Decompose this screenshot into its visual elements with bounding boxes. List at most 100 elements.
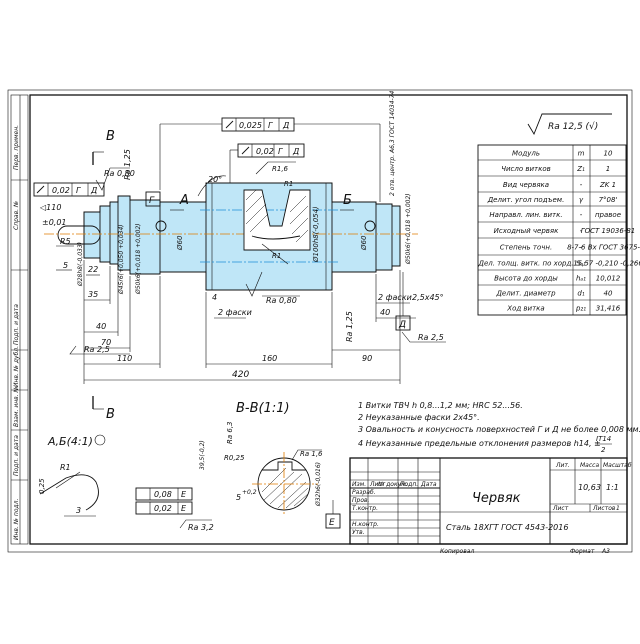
section-v-tol-008: 0,08 (154, 490, 172, 499)
dia-60-right: Ø60 (360, 235, 368, 251)
note-4-it14: IT14 (596, 435, 611, 443)
param-symbol: - (580, 181, 583, 189)
tb-row-label: Лист (369, 481, 386, 488)
section-v-title: В-В(1:1) (236, 401, 290, 416)
center-hole-left (155, 220, 167, 232)
datum-box-g: Г (145, 191, 161, 207)
section-v-r025: R0,25 (224, 454, 245, 462)
param-symbol: d₁ (577, 290, 584, 298)
detail-ab-title: А,Б(4:1) (47, 435, 93, 448)
param-symbol: m (578, 150, 585, 158)
dia-28: Ø28h8(-0,033) (77, 242, 84, 287)
dim-4: 4 (212, 293, 217, 302)
gdt-left-value: 0,02 (52, 186, 70, 195)
dim-420: 420 (232, 370, 249, 380)
ra-125-right: Ra 1,25 (345, 311, 354, 342)
tb-sheet-label: Лист (552, 505, 569, 512)
param-name: Число витков (501, 165, 551, 173)
title-block: Изм. Лист № докум. Подп. Дата Разраб. Пр… (349, 457, 632, 545)
section-v: В-В(1:1) 39,5(-0,2) Ø32h6(-0,016) R0,25 … (135, 401, 341, 532)
param-name: Ход витка (506, 305, 544, 313)
gdt-frame-mid: 0,02 Г Д (229, 143, 305, 183)
section-label-v-top: В (106, 129, 115, 144)
param-value: 8-7-6 Вх ГОСТ 3675-81 (567, 244, 640, 252)
format-label: Формат (570, 548, 595, 555)
side-strip-label: Подп. и дата (13, 435, 20, 476)
tb-scale-label: Масштаб (603, 462, 632, 469)
center-hole-right (364, 220, 376, 232)
dim-22: 22 (88, 265, 98, 274)
note-4-divisor: 2 (601, 446, 606, 454)
section-marker-v: В В (92, 129, 115, 422)
param-value: 15,57 -0,210 -0,266 (573, 260, 640, 268)
param-value: 1 (606, 165, 610, 173)
param-value: ГОСТ 19036-81 (581, 227, 636, 235)
param-name: Дел. толщ. витк. по хорд. (477, 260, 573, 268)
tb-sheets-label: Листов (592, 505, 616, 512)
dia-50-left: Ø50k6(+0,018 +0,002) (135, 223, 142, 295)
dim-160: 160 (262, 354, 277, 363)
dim-90: 90 (362, 354, 372, 363)
dia-100: Ø100h8(-0,054) (312, 206, 320, 263)
gdt-top-datum-g: Г (268, 121, 273, 130)
side-strip-label: Инв. № дубл. (13, 346, 20, 387)
kopiroval-label: Копировал (440, 548, 474, 555)
side-strip-label: Перв. примен. (13, 125, 20, 170)
dim-pm-001: ±0,01 (42, 218, 67, 227)
param-value: 10,012 (596, 275, 621, 283)
gdt-left-datum-d: Д (90, 186, 97, 195)
material: Сталь 18ХГТ ГОСТ 4543-2016 (446, 523, 568, 532)
detail-ab: А,Б(4:1) R1 3 0,25 (38, 434, 106, 517)
angle-20: 20° (208, 175, 222, 184)
gdt-mid-value: 0,02 (256, 147, 274, 156)
tb-mass: 10,63 (578, 483, 601, 492)
general-roughness: Ra 12,5 (√) (527, 113, 612, 136)
dia-60-left: Ø60 (176, 235, 184, 251)
param-name: Степень точн. (500, 244, 552, 252)
dia-50-right: Ø50k6(+0,018 +0,002) (405, 193, 412, 265)
section-v-datum-box: Е (329, 518, 335, 528)
general-roughness-label: Ra 12,5 (√) (548, 121, 598, 132)
side-strip: Перв. примен. Справ. № Подп. и дата Инв.… (10, 94, 29, 545)
ra-25-left: Ra 2,5 (84, 345, 110, 354)
gdt-left-datum-g: Г (76, 186, 81, 195)
dia-45: Ø45r6(+0,050 +0,034) (118, 224, 125, 295)
gdt-mid-datum-g: Г (278, 147, 283, 156)
param-value: 31,416 (596, 305, 621, 313)
chamfer-45: 2,5х45° (412, 293, 444, 302)
radius-1-a: R1 (284, 180, 293, 188)
param-value: 7°08' (599, 196, 618, 204)
section-v-dia-32: Ø32h6(-0,016) (315, 462, 322, 507)
dim-40-left: 40 (96, 322, 106, 331)
section-v-datum-e1: Е (181, 490, 187, 499)
param-symbol: - (580, 211, 583, 219)
tb-row-label: Утв. (352, 529, 365, 536)
dim-35: 35 (88, 290, 98, 299)
section-v-width: 5 (236, 493, 241, 502)
param-symbol: p₂₁ (575, 305, 586, 313)
thread-profile-section (243, 189, 311, 251)
tb-scale: 1:1 (606, 483, 619, 492)
feature-callouts: 20° R1,6 R1 R1 Ra 0,80 Ra 0,80 Ra 1,25 R… (39, 90, 446, 355)
keyway (57, 225, 101, 245)
param-name: Модуль (512, 150, 540, 158)
view-label-a: А (179, 193, 189, 208)
dim-70: 70 (101, 338, 111, 347)
section-v-ra32: Ra 3,2 (188, 523, 214, 532)
gdt-top-value: 0,025 (239, 121, 262, 130)
param-name: Направл. лин. витк. (489, 211, 562, 219)
tb-row-label: Пров. (352, 497, 370, 504)
param-symbol: γ (579, 196, 584, 204)
dim-r5: R5 (60, 237, 71, 246)
tb-row-label: Н.контр. (352, 521, 379, 528)
technical-notes: 1 Витки ТВЧ h 0,8...1,2 мм; HRC 52...56.… (358, 401, 640, 454)
ra-080-mid: Ra 0,80 (266, 296, 297, 305)
param-name: Высота до хорды (494, 275, 558, 283)
section-v-width-tol: +0,2 (242, 489, 257, 496)
ra-080-left: Ra 0,80 (104, 169, 135, 178)
section-v-dim-39: 39,5(-0,2) (199, 440, 206, 470)
chamfer-label-a: 2 фаски (218, 308, 252, 317)
detail-ab-dim-025: 0,25 (38, 478, 46, 494)
param-value: правое (595, 211, 621, 219)
